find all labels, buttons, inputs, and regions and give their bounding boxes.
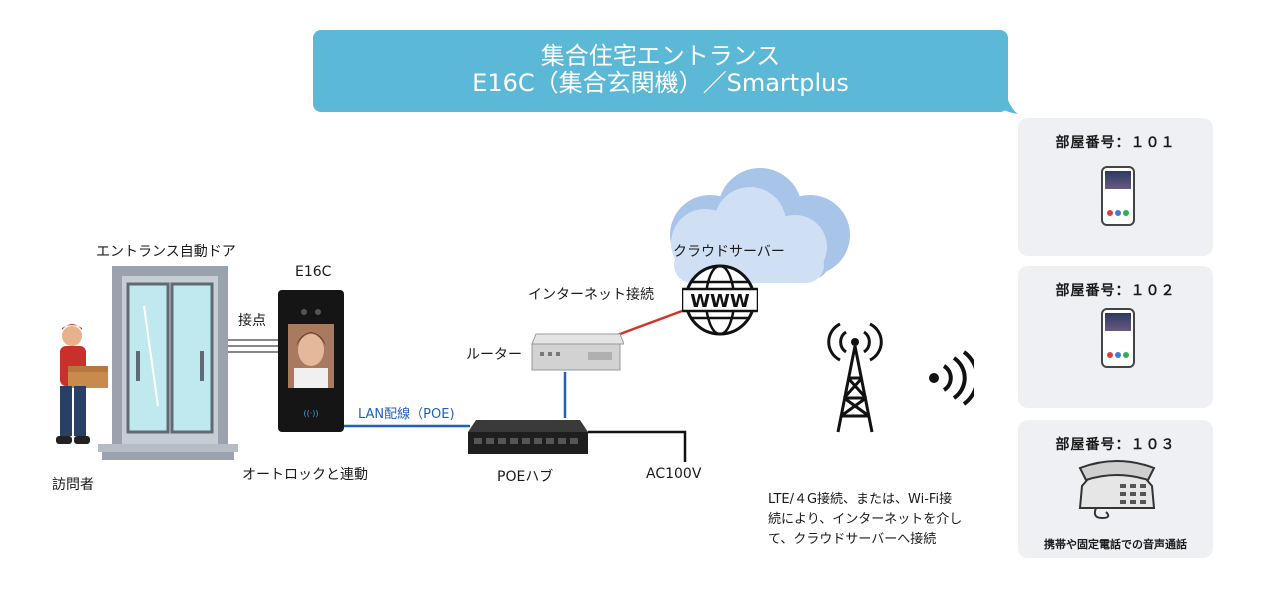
room-card-103: 部屋番号：１０３ 携帯や固定電話での音声通話 xyxy=(1018,420,1213,558)
router-label: ルーター xyxy=(466,347,522,363)
visitor-label: 訪問者 xyxy=(52,477,94,493)
lte-line-3: て、クラウドサーバーへ接続 xyxy=(768,532,937,547)
device-label: E16C xyxy=(295,264,332,280)
ac-label: AC100V xyxy=(646,466,702,482)
room-title-101: 部屋番号：１０１ xyxy=(1055,135,1176,151)
door-icon xyxy=(98,266,238,460)
telephone-icon xyxy=(1078,460,1156,520)
room-card-101: 部屋番号：１０１ xyxy=(1018,118,1213,256)
poe-hub-label: POEハブ xyxy=(497,469,554,485)
lte-line-2: 続により、インターネットを介し xyxy=(768,512,963,527)
smartphone-icon xyxy=(1101,166,1135,226)
title-line-2: E16C（集合玄関機）／Smartplus xyxy=(472,69,849,97)
room-title-103: 部屋番号：１０３ xyxy=(1055,437,1176,453)
lan-label: LAN配線（POE) xyxy=(358,407,455,422)
room-card-102: 部屋番号：１０２ xyxy=(1018,266,1213,408)
svg-text:WWW: WWW xyxy=(690,291,750,312)
entrance-door-label: エントランス自動ドア xyxy=(96,244,236,260)
title-banner: 集合住宅エントランス E16C（集合玄関機）／Smartplus xyxy=(313,30,1008,112)
autolock-label: オートロックと連動 xyxy=(242,467,368,483)
person-icon xyxy=(56,324,108,444)
lte-line-1: LTE/４G接続、または、Wi-Fi接 xyxy=(768,492,953,507)
switch-hub-icon xyxy=(468,420,588,454)
svg-text:((·)): ((·)) xyxy=(303,409,318,418)
lte-description: LTE/４G接続、または、Wi-Fi接 続により、インターネットを介し て、クラ… xyxy=(768,490,962,550)
www-globe-icon: WWW xyxy=(682,264,758,336)
contact-label: 接点 xyxy=(238,313,266,329)
room-103-caption: 携帯や固定電話での音声通話 xyxy=(1044,538,1187,551)
intercom-icon: ((·)) xyxy=(278,290,344,432)
wifi-waves-icon xyxy=(929,350,974,406)
smartphone-icon xyxy=(1101,308,1135,368)
internet-label: インターネット接続 xyxy=(528,287,654,303)
cloud-label: クラウドサーバー xyxy=(673,244,785,260)
router-icon xyxy=(531,333,624,371)
banner-tail xyxy=(1000,100,1018,114)
antenna-icon xyxy=(827,322,883,433)
title-line-1: 集合住宅エントランス xyxy=(540,42,781,70)
room-title-102: 部屋番号：１０２ xyxy=(1055,283,1176,299)
